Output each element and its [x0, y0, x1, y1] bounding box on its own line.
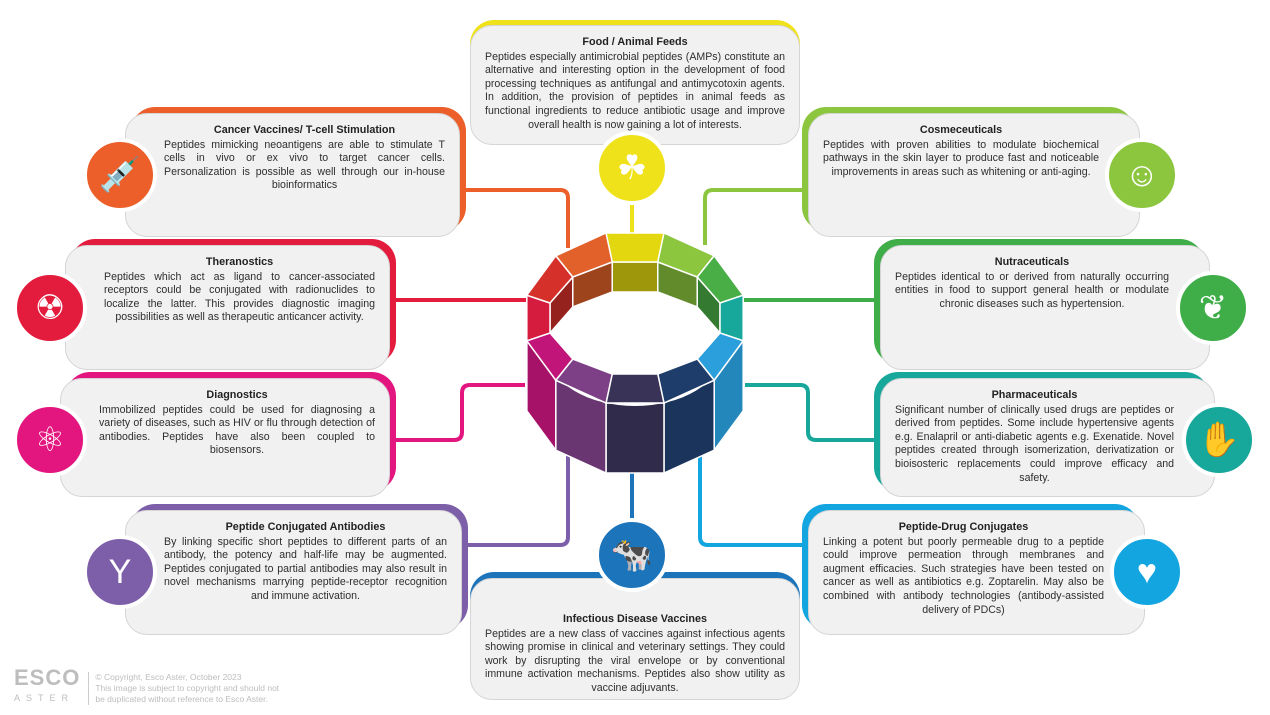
card-text: Peptides with proven abilities to modula… [823, 138, 1099, 178]
card-text: Linking a potent but poorly permeable dr… [823, 535, 1104, 616]
molecule-pipette-icon: ⚛ [13, 403, 87, 477]
ring-segment [605, 232, 665, 263]
ring-segment [605, 373, 665, 404]
card-text: Peptides especially antimicrobial peptid… [485, 50, 785, 131]
capsule-heart-icon: ♥ [1110, 535, 1184, 609]
card-text: Peptides which act as ligand to cancer-a… [104, 270, 375, 324]
card-title: Peptide-Drug Conjugates [898, 521, 1029, 533]
ring-wall-segment [605, 402, 665, 474]
face-cream-icon: ☺ [1105, 138, 1179, 212]
syringe-icon: 💉 [83, 138, 157, 212]
connector-antibodies [460, 440, 570, 547]
ring-inner-wall-segment [611, 261, 659, 293]
ring-segment [554, 231, 614, 278]
copyright-notice: © Copyright, Esco Aster, October 2023 Th… [88, 671, 280, 705]
connector-diagnostics [388, 383, 525, 442]
card-text: Peptides mimicking neoantigens are able … [164, 138, 445, 192]
notice-line-2: be duplicated without reference to Esco … [95, 693, 268, 704]
hand-pills-icon: ✋ [1182, 403, 1256, 477]
card-title: Cosmeceuticals [919, 124, 1003, 136]
connector-cancer [455, 188, 570, 248]
card-title: Food / Animal Feeds [582, 36, 688, 48]
antibody-icon: Y [83, 535, 157, 609]
feed-bag-icon: ☘ [595, 131, 669, 205]
copyright-line: © Copyright, Esco Aster, October 2023 [95, 671, 242, 682]
leaf-heart-icon: ❦ [1176, 271, 1250, 345]
card-title: Infectious Disease Vaccines [562, 613, 708, 625]
card-text: By linking specific short peptides to di… [164, 535, 447, 602]
card-text: Immobilized peptides could be used for d… [99, 403, 375, 457]
connector-cosmeceuticals [703, 188, 810, 245]
connector-pdc [698, 440, 810, 547]
card-text: Peptides identical to or derived from na… [895, 270, 1169, 310]
card-title: Diagnostics [206, 389, 268, 401]
card-title: Peptide Conjugated Antibodies [225, 521, 386, 533]
notice-line-1: This image is subject to copyright and s… [95, 682, 280, 693]
card-text: Peptides are a new class of vaccines aga… [485, 627, 785, 694]
card-title: Pharmaceuticals [991, 389, 1078, 401]
card-title: Theranostics [205, 256, 274, 268]
card-title: Cancer Vaccines/ T-cell Stimulation [213, 124, 396, 136]
connector-pharmaceuticals [745, 383, 882, 442]
livestock-icon: 🐄 [595, 518, 669, 592]
card-body: Peptide Conjugated Antibodies By linking … [125, 510, 462, 635]
card-title: Nutraceuticals [994, 256, 1070, 268]
radiation-icon: ☢ [13, 271, 87, 345]
card-text: Significant number of clinically used dr… [895, 403, 1174, 484]
card-antibodies: Peptide Conjugated Antibodies By linking … [125, 504, 468, 635]
